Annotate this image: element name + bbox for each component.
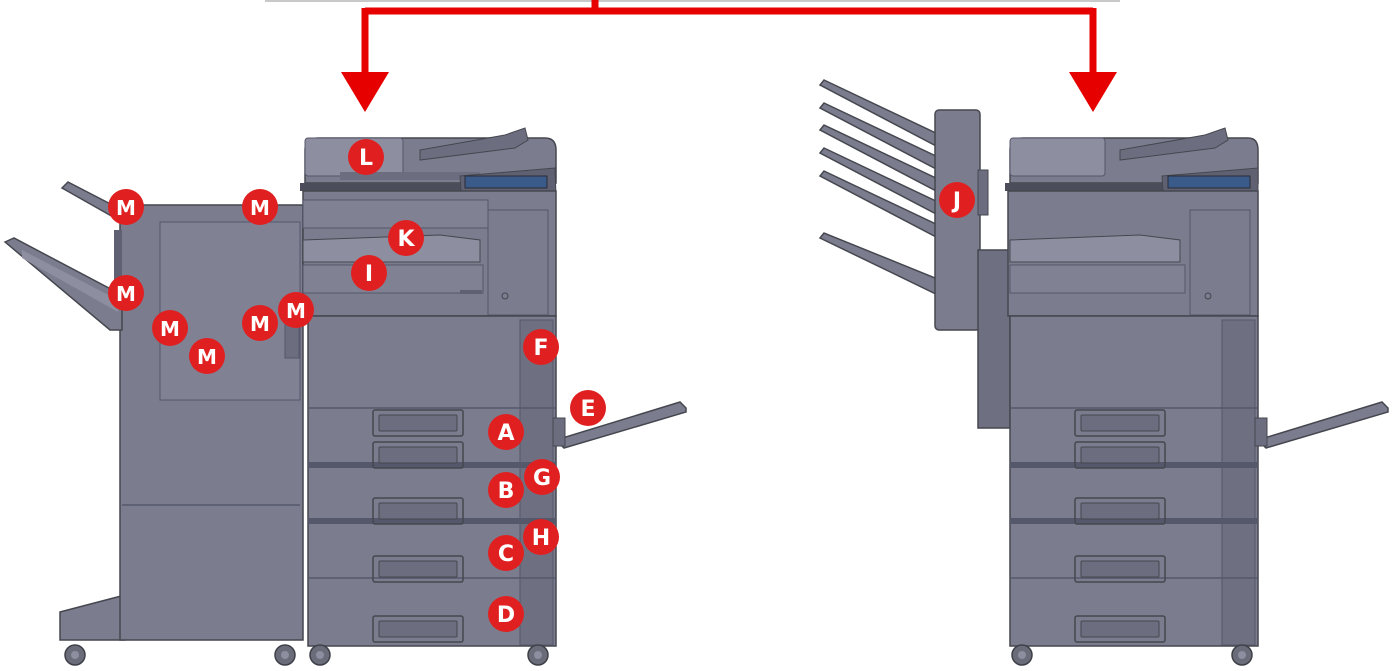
svg-text:J: J — [951, 189, 961, 214]
callout-b: B — [488, 472, 524, 508]
callout-m: M — [152, 310, 188, 346]
mailbox-unit — [818, 79, 1011, 429]
svg-text:M: M — [197, 345, 217, 369]
callout-c: C — [488, 535, 524, 571]
svg-text:K: K — [397, 227, 415, 252]
callout-k: K — [388, 220, 424, 256]
svg-text:E: E — [580, 397, 595, 422]
svg-text:M: M — [250, 196, 270, 220]
callout-h: H — [523, 519, 559, 555]
left-arrow-head — [341, 72, 389, 112]
svg-text:A: A — [497, 421, 514, 446]
booklet-finisher — [3, 181, 304, 641]
right-machine — [818, 79, 1389, 666]
callout-m: M — [242, 305, 278, 341]
svg-text:M: M — [286, 299, 306, 323]
svg-text:B: B — [498, 479, 515, 504]
callout-m: M — [189, 338, 225, 374]
callout-d: D — [488, 596, 524, 632]
callout-e: E — [570, 390, 606, 426]
svg-text:I: I — [365, 262, 373, 287]
svg-text:C: C — [498, 542, 514, 567]
svg-text:L: L — [359, 146, 373, 171]
callout-m: M — [108, 189, 144, 225]
callout-a: A — [488, 414, 524, 450]
svg-text:D: D — [497, 603, 515, 628]
left-machine — [3, 127, 687, 666]
callout-j: J — [939, 182, 975, 218]
svg-text:G: G — [533, 466, 551, 491]
right-copier-body — [1005, 127, 1389, 647]
svg-text:M: M — [160, 317, 180, 341]
callout-m: M — [278, 292, 314, 328]
svg-text:M: M — [250, 312, 270, 336]
callout-markers: L K I F E A G B H C D M M M M M M M J — [108, 139, 975, 632]
callout-m: M — [242, 189, 278, 225]
callout-f: F — [523, 329, 559, 365]
callout-l: L — [348, 139, 384, 175]
connector-arrows — [265, 0, 1120, 112]
callout-m: M — [108, 275, 144, 311]
svg-text:M: M — [116, 282, 136, 306]
left-copier-body — [300, 127, 687, 647]
svg-text:H: H — [532, 526, 550, 551]
svg-text:M: M — [116, 196, 136, 220]
callout-i: I — [351, 255, 387, 291]
svg-text:F: F — [533, 336, 548, 361]
callout-g: G — [524, 459, 560, 495]
right-arrow-head — [1069, 72, 1117, 112]
